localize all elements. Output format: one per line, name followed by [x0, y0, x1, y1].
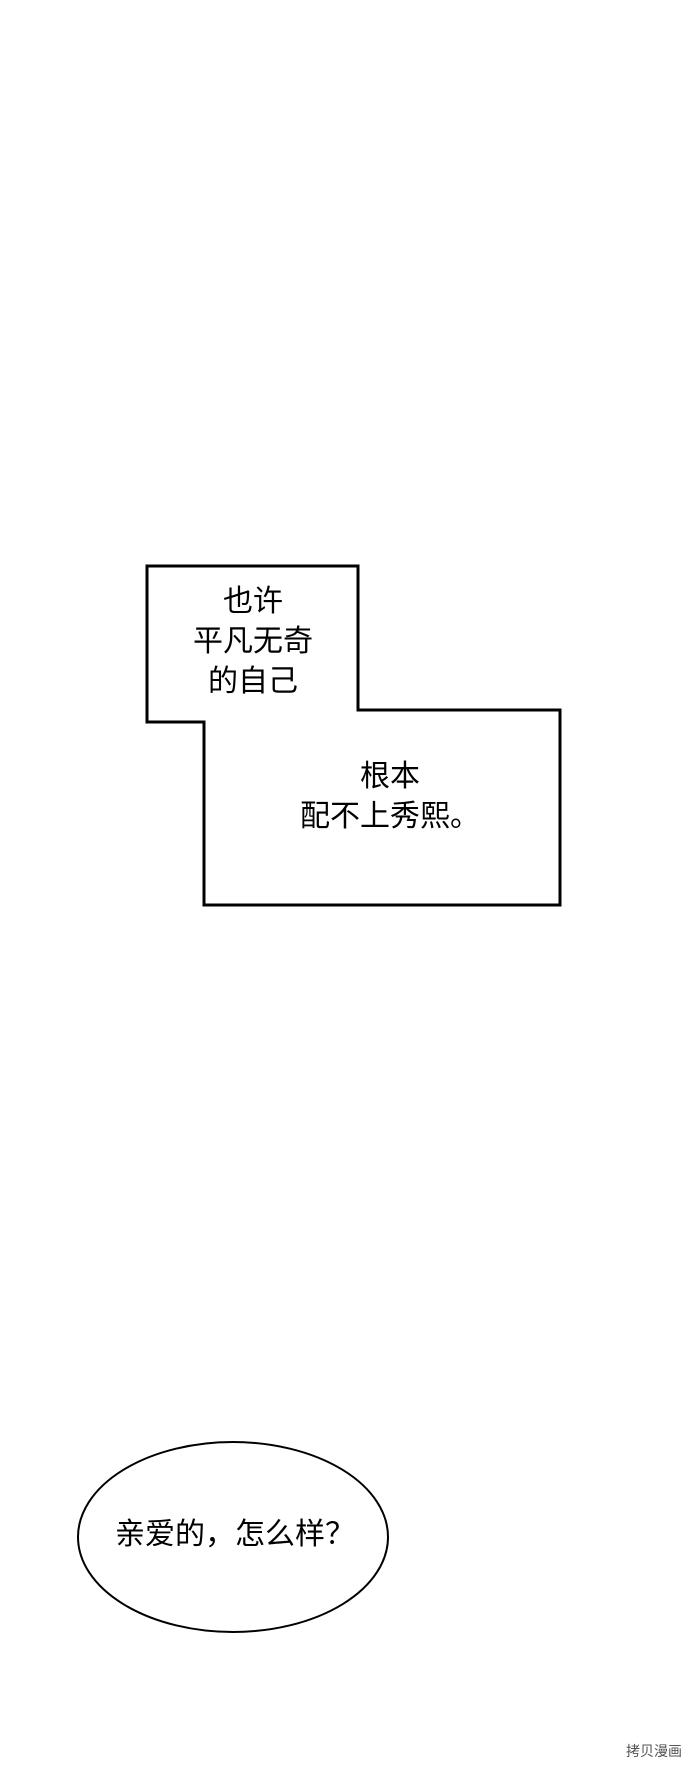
- caption-text-upper: 也许 平凡无奇 的自己: [193, 584, 313, 699]
- caption-box-outline: [145, 564, 562, 907]
- caption-text-lower: 根本 配不上秀熙。: [300, 759, 480, 834]
- speech-bubble-text: 亲爱的，怎么样？: [115, 1517, 355, 1552]
- watermark-text: 拷贝漫画: [626, 1744, 682, 1760]
- speech-bubble-outline: [77, 1441, 389, 1633]
